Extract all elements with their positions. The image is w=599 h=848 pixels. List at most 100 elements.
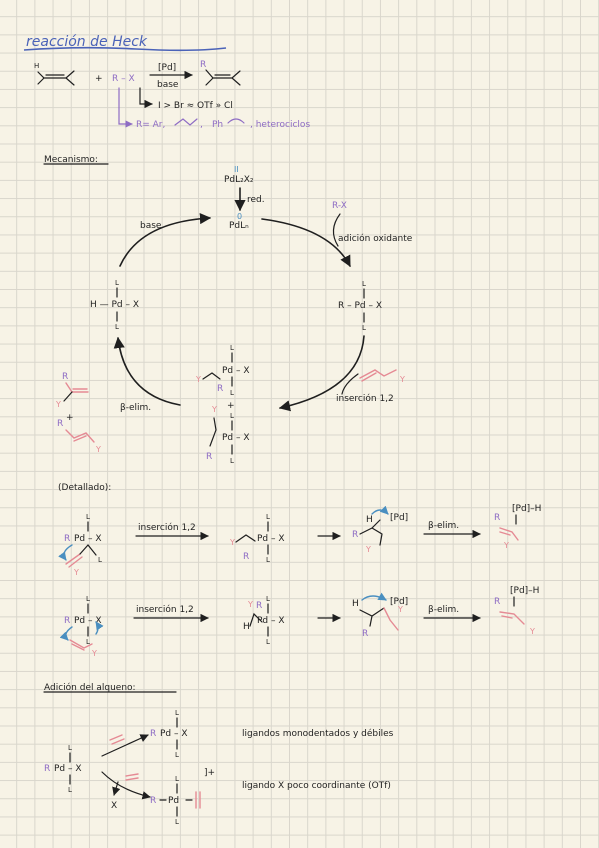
svg-text:L: L bbox=[68, 744, 72, 752]
hydride-complex-formula: H — Pd – X bbox=[90, 300, 139, 310]
rx-reactant-label: R-X bbox=[332, 201, 347, 211]
product-r-label: R bbox=[200, 60, 206, 70]
neutral-pathway-arrow bbox=[101, 734, 149, 757]
svg-text:R: R bbox=[150, 796, 156, 806]
insertion-label: inserción 1,2 bbox=[336, 393, 394, 404]
cycle-arc-regeneration bbox=[119, 212, 212, 267]
svg-text:[Pd]: [Pd] bbox=[390, 597, 408, 607]
product-plus: + bbox=[66, 413, 74, 423]
cationic-charge: ]+ bbox=[204, 768, 215, 778]
svg-text:L: L bbox=[230, 412, 234, 420]
pd-x-upper: Pd – X bbox=[222, 366, 250, 376]
ph-label: Ph bbox=[212, 120, 223, 130]
allyl-icon bbox=[227, 118, 245, 124]
detailed-beta-elim-label-1: β-elim. bbox=[428, 521, 459, 531]
svg-text:R: R bbox=[362, 629, 368, 639]
catalyst-label: [Pd] bbox=[158, 63, 176, 73]
svg-text:L: L bbox=[230, 389, 234, 397]
neutral-pathway-note: ligandos monodentados y débiles bbox=[242, 728, 394, 739]
svg-text:L: L bbox=[175, 818, 179, 826]
svg-text:L: L bbox=[266, 638, 270, 646]
neutral-complex: Pd – X bbox=[160, 729, 188, 739]
svg-text:Y: Y bbox=[365, 545, 371, 554]
svg-text:R: R bbox=[44, 764, 50, 774]
base-label: base bbox=[140, 221, 162, 231]
svg-text:[Pd]: [Pd] bbox=[390, 513, 408, 523]
svg-text:Y: Y bbox=[529, 627, 535, 636]
insertion-products: L Y Pd – X R L + L Y Pd – X R L bbox=[195, 344, 250, 465]
svg-text:Y: Y bbox=[91, 649, 97, 658]
cycle-arc-elimination bbox=[113, 336, 181, 406]
svg-text:R: R bbox=[150, 729, 156, 739]
rx-reagent: R – X bbox=[112, 74, 135, 84]
svg-text:L: L bbox=[115, 279, 119, 287]
svg-text:L: L bbox=[230, 344, 234, 352]
detailed-section: (Detallado): L R Pd – X L Y inserción 1,… bbox=[58, 483, 541, 658]
svg-text:L: L bbox=[175, 751, 179, 759]
mechanism-section: Mecanismo: II PdL₂X₂ red. 0 PdLₙ R-X adi… bbox=[43, 155, 413, 465]
base-label: base bbox=[157, 80, 179, 90]
alkene-structure bbox=[37, 70, 75, 86]
svg-text:L: L bbox=[266, 556, 270, 564]
r-scope-label: R= Ar, bbox=[136, 120, 165, 130]
cycle-arc-insertion bbox=[278, 335, 365, 412]
svg-text:Y: Y bbox=[195, 375, 201, 384]
heterociclos-label: , heterociclos bbox=[250, 120, 310, 130]
svg-text:R: R bbox=[64, 616, 70, 626]
svg-text:R: R bbox=[352, 530, 358, 540]
products-plus: + bbox=[227, 401, 235, 411]
incoming-alkene-y: Y bbox=[399, 375, 405, 384]
hydride-complex: L H — Pd – X L bbox=[90, 279, 139, 331]
rx-entry-arrow bbox=[332, 213, 341, 247]
svg-text:H: H bbox=[352, 599, 359, 609]
pd-x-lower: Pd – X bbox=[222, 433, 250, 443]
pd-hydride-2: [Pd]–H bbox=[510, 586, 539, 596]
svg-text:L: L bbox=[230, 457, 234, 465]
svg-text:R: R bbox=[57, 419, 63, 429]
svg-text:Y: Y bbox=[503, 541, 509, 550]
svg-text:L: L bbox=[98, 556, 102, 564]
svg-text:L: L bbox=[175, 709, 179, 717]
cationic-complex: Pd bbox=[168, 796, 179, 806]
cycle-arc-oxidative bbox=[261, 218, 351, 267]
beta-elimination-label: β-elim. bbox=[120, 403, 151, 413]
svg-text:L: L bbox=[362, 324, 366, 332]
svg-text:L: L bbox=[86, 595, 90, 603]
svg-text:R: R bbox=[62, 372, 68, 382]
precatalyst: PdL₂X₂ bbox=[224, 175, 254, 185]
svg-text:L: L bbox=[175, 775, 179, 783]
product-structure bbox=[205, 69, 241, 86]
svg-text:H: H bbox=[243, 622, 250, 632]
active-catalyst: PdLₙ bbox=[229, 221, 249, 231]
svg-text:R: R bbox=[64, 534, 70, 544]
svg-text:H: H bbox=[366, 515, 373, 525]
svg-text:L: L bbox=[86, 638, 90, 646]
halide-order-bracket bbox=[139, 87, 153, 109]
svg-text:L: L bbox=[115, 323, 119, 331]
svg-text:L: L bbox=[266, 595, 270, 603]
pd-hydride-1: [Pd]–H bbox=[512, 504, 541, 514]
cationic-pathway-note: ligando X poco coordinante (OTf) bbox=[242, 781, 391, 791]
page-title-group: reacción de Heck bbox=[23, 34, 227, 52]
mechanism-heading: Mecanismo: bbox=[44, 155, 98, 165]
svg-text:R: R bbox=[206, 452, 212, 462]
detailed-insertion-label-2: inserción 1,2 bbox=[136, 604, 194, 615]
detailed-insertion-label-1: inserción 1,2 bbox=[138, 522, 196, 533]
r-scope-bracket bbox=[118, 87, 133, 128]
svg-text:Y: Y bbox=[229, 538, 235, 547]
incoming-alkene bbox=[359, 369, 397, 382]
central-complex: Pd – X bbox=[54, 764, 82, 774]
alkene-h-label: H bbox=[34, 62, 39, 70]
detailed-beta-elim-label-2: β-elim. bbox=[428, 605, 459, 615]
alkene-addition-section: Adición del alqueno: L R Pd – X L X L R … bbox=[43, 682, 394, 826]
svg-text:Y: Y bbox=[397, 605, 403, 614]
svg-text:R: R bbox=[494, 597, 500, 607]
pd-oxidation-zero: 0 bbox=[237, 212, 242, 221]
svg-text:L: L bbox=[86, 513, 90, 521]
pd-oxidation-ii: II bbox=[234, 165, 239, 174]
detailed-heading: (Detallado): bbox=[58, 483, 111, 493]
detailed-row-2: L R Pd – X L Y inserción 1,2 Y L R H Pd … bbox=[59, 586, 539, 658]
product-alkene-b bbox=[65, 429, 95, 443]
detailed-row-1: L R Pd – X L Y inserción 1,2 L Y Pd – X … bbox=[58, 504, 541, 577]
